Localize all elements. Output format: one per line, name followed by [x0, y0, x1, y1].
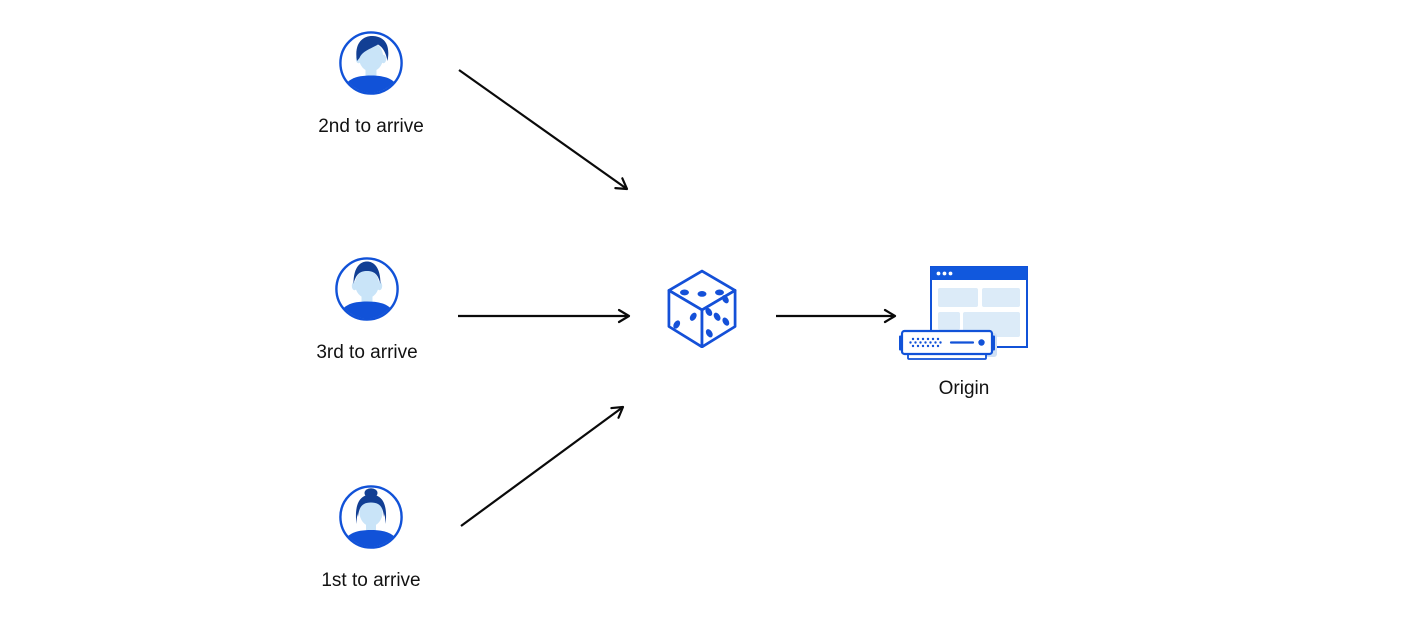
- avatar-man-swept-hair-icon: [338, 30, 404, 96]
- dice-icon: [666, 268, 738, 349]
- dice-node: [622, 268, 782, 349]
- visitor-second-label: 2nd to arrive: [318, 116, 424, 137]
- avatar-woman-bun-icon: [338, 484, 404, 550]
- visitor-first-node: 1st to arrive: [291, 484, 451, 592]
- arrow-second-to-dice: [458, 69, 629, 191]
- avatar-man-short-hair-icon: [334, 256, 400, 322]
- visitor-third-label: 3rd to arrive: [316, 342, 418, 363]
- visitor-second-node: 2nd to arrive: [291, 30, 451, 138]
- origin-label: Origin: [938, 378, 990, 399]
- visitor-first-label: 1st to arrive: [321, 570, 421, 591]
- arrow-first-to-dice: [460, 405, 625, 527]
- server-icon: [899, 329, 999, 366]
- origin-node: Origin: [884, 266, 1044, 401]
- visitor-third-node: 3rd to arrive: [287, 256, 447, 364]
